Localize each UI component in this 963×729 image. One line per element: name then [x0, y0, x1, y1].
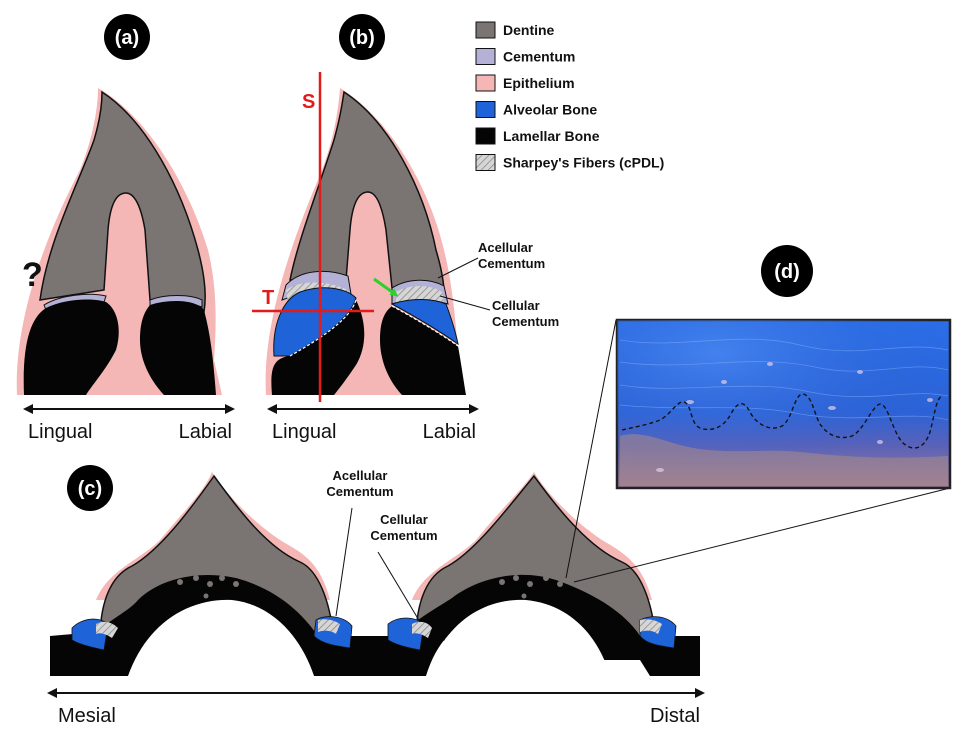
zoom-line-bottom — [573, 487, 951, 583]
panel-a-dentine — [39, 90, 206, 313]
panel-c-cellular-leader — [377, 551, 421, 623]
zoom-line-top — [565, 319, 617, 579]
legend-label: Dentine — [503, 22, 555, 38]
legend-item: Lamellar Bone — [475, 127, 600, 145]
legend-item: Epithelium — [475, 74, 575, 92]
panel-c-acellular-label-1: Acellular — [333, 468, 388, 483]
legend-label: Alveolar Bone — [503, 102, 597, 118]
histology-micrograph — [615, 318, 952, 490]
panel-d-label: (d) — [774, 261, 800, 283]
panel-d-badge: (d) — [761, 245, 813, 297]
panel-a: (a) ? Lingual Labial — [16, 14, 235, 443]
panel-c-vascular-channels — [177, 575, 563, 599]
legend-item: Dentine — [475, 21, 555, 39]
panel-b-dentine — [289, 90, 445, 293]
legend-label: Cementum — [503, 49, 575, 65]
panel-c-lamellar-bone — [50, 574, 700, 676]
panel-b-boundary-right — [391, 305, 459, 347]
panel-a-axis-right: Labial — [179, 421, 232, 443]
panel-b-lamellar-right — [380, 306, 466, 395]
green-arrow-icon — [373, 277, 399, 297]
panel-b-cellular-label-2: Cementum — [492, 314, 559, 329]
panel-a-lamellar-right — [140, 300, 216, 395]
question-mark: ? — [22, 256, 43, 294]
panel-b-acellular-leader — [437, 257, 479, 279]
panel-b-alveolar-right — [390, 299, 459, 346]
panel-d: (d) — [565, 245, 952, 583]
panel-b-label: (b) — [349, 27, 375, 49]
legend-swatch — [475, 21, 496, 39]
legend-item: Alveolar Bone — [475, 101, 597, 118]
panel-c-acellular-label-2: Cementum — [326, 484, 393, 499]
panel-b-cellular-label-1: Cellular — [492, 298, 540, 313]
legend-label: Epithelium — [503, 75, 575, 91]
panel-c: (c) Ace — [47, 465, 705, 727]
panel-c-attachment-sites — [71, 616, 677, 651]
panel-b-badge: (b) — [339, 14, 385, 60]
legend-item: Cementum — [475, 48, 575, 65]
panel-c-badge: (c) — [67, 465, 113, 511]
legend-swatch — [475, 48, 496, 65]
legend-label: Lamellar Bone — [503, 128, 600, 144]
section-s-label: S — [302, 91, 315, 113]
legend-swatch — [475, 74, 496, 92]
panel-b-lamellar-left — [271, 300, 365, 395]
panel-b-acellular-label-1: Acellular — [478, 240, 533, 255]
panel-a-lamellar-left — [23, 299, 119, 395]
panel-b-sharpey-right — [396, 286, 444, 304]
panel-c-axis-right: Distal — [650, 705, 700, 727]
panel-a-badge: (a) — [104, 14, 150, 60]
panel-a-axis-left: Lingual — [28, 421, 93, 443]
legend-item: Sharpey's Fibers (cPDL) — [475, 154, 664, 171]
legend-swatch — [475, 154, 496, 171]
legend-label: Sharpey's Fibers (cPDL) — [503, 155, 664, 171]
section-t-label: T — [262, 287, 274, 309]
legend-swatch — [475, 127, 496, 145]
panel-b-axis-right: Labial — [423, 421, 476, 443]
panel-c-axis-left: Mesial — [58, 705, 116, 727]
panel-b-boundary-left — [289, 299, 357, 357]
panel-b-axis-left: Lingual — [272, 421, 337, 443]
panel-b: (b) S T Acellular Cementum Cellular Ceme… — [252, 14, 559, 443]
panel-c-label: (c) — [78, 478, 102, 500]
panel-c-acellular-leader — [335, 507, 353, 617]
panel-b-cellular-leader — [439, 295, 491, 311]
legend-swatch — [475, 101, 496, 118]
panel-c-cellular-label-2: Cementum — [370, 528, 437, 543]
panel-b-acellular-label-2: Cementum — [478, 256, 545, 271]
panel-c-cellular-label-1: Cellular — [380, 512, 428, 527]
panel-a-label: (a) — [115, 27, 139, 49]
